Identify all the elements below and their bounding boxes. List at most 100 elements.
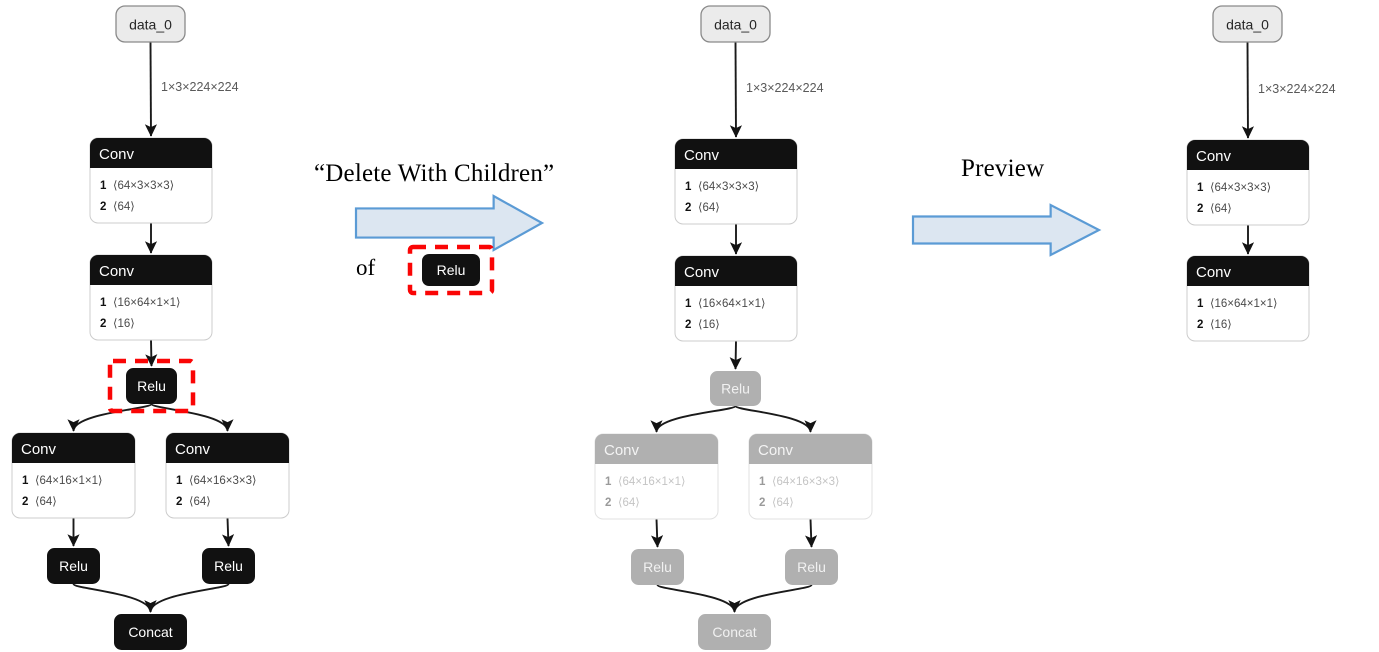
- node-attr-value: ⟨16×64×1×1⟩: [698, 297, 766, 310]
- node-attr-index: 2: [1197, 203, 1203, 215]
- node-header: [595, 434, 718, 464]
- graph-edge: [729, 340, 742, 370]
- node-attr-index: 1: [1197, 298, 1204, 310]
- node-attr-value: ⟨64⟩: [189, 495, 211, 508]
- node-attr-value: ⟨64⟩: [35, 495, 57, 508]
- node-label: Relu: [137, 378, 166, 394]
- arrow-delete-icon: [354, 194, 545, 252]
- node-attr-index: 2: [685, 202, 691, 214]
- node-attr-index: 1: [176, 475, 183, 487]
- node-attr-value: ⟨64×16×3×3⟩: [772, 475, 840, 488]
- graph-node-conv[interactable]: Conv 1 ⟨64×3×3×3⟩ 2 ⟨64⟩: [1186, 139, 1310, 226]
- node-header: [166, 433, 289, 463]
- node-label: Relu: [643, 559, 672, 575]
- node-attr-value: ⟨64⟩: [618, 496, 640, 509]
- node-label: Relu: [797, 559, 826, 575]
- node-label: Relu: [214, 558, 243, 574]
- node-attr-index: 2: [22, 496, 28, 508]
- delete-with-children-caption: “Delete With Children”: [314, 160, 555, 187]
- node-attr-index: 1: [1197, 182, 1204, 194]
- node-attr-value: ⟨64⟩: [1210, 202, 1232, 215]
- node-label: Conv: [99, 263, 135, 280]
- node-attr-index: 1: [685, 298, 692, 310]
- graph-node-conv[interactable]: Conv 1 ⟨64×16×3×3⟩ 2 ⟨64⟩: [748, 433, 873, 520]
- graph-edge: [651, 518, 664, 548]
- graph-node-relu[interactable]: Relu: [126, 368, 177, 404]
- node-attr-value: ⟨64×16×3×3⟩: [189, 474, 257, 487]
- node-attr-index: 2: [1197, 319, 1203, 331]
- node-label: Conv: [684, 264, 720, 281]
- graph-node-concat[interactable]: Concat: [698, 614, 771, 650]
- graph-node-data_0[interactable]: data_0: [700, 5, 771, 43]
- node-attr-index: 1: [759, 476, 766, 488]
- node-attr-value: ⟨16⟩: [113, 317, 135, 330]
- node-attr-value: ⟨64×16×1×1⟩: [618, 475, 686, 488]
- graph-edge: [1241, 41, 1255, 139]
- node-attr-value: ⟨16⟩: [698, 318, 720, 331]
- node-attr-index: 2: [605, 497, 611, 509]
- badge-relu-label: Relu: [437, 262, 466, 278]
- graph-edge: [144, 41, 158, 137]
- node-header: [90, 255, 212, 285]
- edge-label: 1×3×224×224: [161, 80, 239, 94]
- deleted-node-badge-group: Relu: [407, 244, 495, 296]
- node-header: [749, 434, 872, 464]
- node-label: Conv: [21, 441, 57, 458]
- graph-edge: [145, 339, 158, 367]
- graph-edge: [734, 405, 817, 433]
- node-label: Conv: [99, 146, 135, 163]
- badge-relu-node[interactable]: [422, 254, 480, 286]
- badge-selection-highlight: [407, 244, 495, 296]
- node-attr-index: 2: [176, 496, 182, 508]
- node-attr-index: 1: [100, 180, 107, 192]
- node-label: Conv: [684, 147, 720, 164]
- graph-node-relu[interactable]: Relu: [785, 549, 838, 585]
- graph-node-data_0[interactable]: data_0: [115, 5, 186, 43]
- graph-node-conv[interactable]: Conv 1 ⟨64×16×1×1⟩ 2 ⟨64⟩: [11, 432, 136, 519]
- node-attr-value: ⟨16⟩: [1210, 318, 1232, 331]
- graph-edge: [805, 518, 818, 548]
- graph-edge: [729, 41, 743, 138]
- graph-node-relu[interactable]: Relu: [202, 548, 255, 584]
- nodes-group: data_0Conv1⟨64×3×3×3⟩2⟨64⟩Conv1⟨16×64×1×…: [11, 5, 1310, 650]
- node-header: [12, 433, 135, 463]
- node-attr-value: ⟨64⟩: [698, 201, 720, 214]
- graph-node-concat[interactable]: Concat: [114, 614, 187, 650]
- graph-node-relu[interactable]: Relu: [710, 371, 761, 406]
- node-attr-index: 1: [685, 181, 692, 193]
- node-attr-value: ⟨64⟩: [772, 496, 794, 509]
- node-label: data_0: [129, 17, 172, 33]
- graph-node-data_0[interactable]: data_0: [1212, 5, 1283, 43]
- node-attr-value: ⟨64×3×3×3⟩: [113, 179, 174, 192]
- graph-node-conv[interactable]: Conv 1 ⟨16×64×1×1⟩ 2 ⟨16⟩: [674, 255, 798, 342]
- node-header: [675, 256, 797, 286]
- flow-arrows-group: [354, 194, 1102, 257]
- node-attr-value: ⟨16×64×1×1⟩: [113, 296, 181, 309]
- node-label: data_0: [714, 17, 757, 33]
- node-label: Concat: [128, 624, 172, 640]
- node-attr-value: ⟨64×16×1×1⟩: [35, 474, 103, 487]
- graph-node-relu[interactable]: Relu: [47, 548, 100, 584]
- node-attr-value: ⟨64×3×3×3⟩: [1210, 181, 1271, 194]
- graph-edge: [728, 584, 813, 613]
- node-attr-index: 2: [759, 497, 765, 509]
- node-label: Conv: [758, 442, 794, 459]
- node-label: data_0: [1226, 17, 1269, 33]
- node-attr-index: 2: [685, 319, 691, 331]
- graph-node-relu[interactable]: Relu: [631, 549, 684, 585]
- node-header: [90, 138, 212, 168]
- node-attr-index: 1: [22, 475, 29, 487]
- preview-caption: Preview: [961, 155, 1045, 182]
- node-attr-value: ⟨64⟩: [113, 200, 135, 213]
- arrow-preview-icon: [911, 203, 1102, 257]
- node-label: Conv: [1196, 148, 1232, 165]
